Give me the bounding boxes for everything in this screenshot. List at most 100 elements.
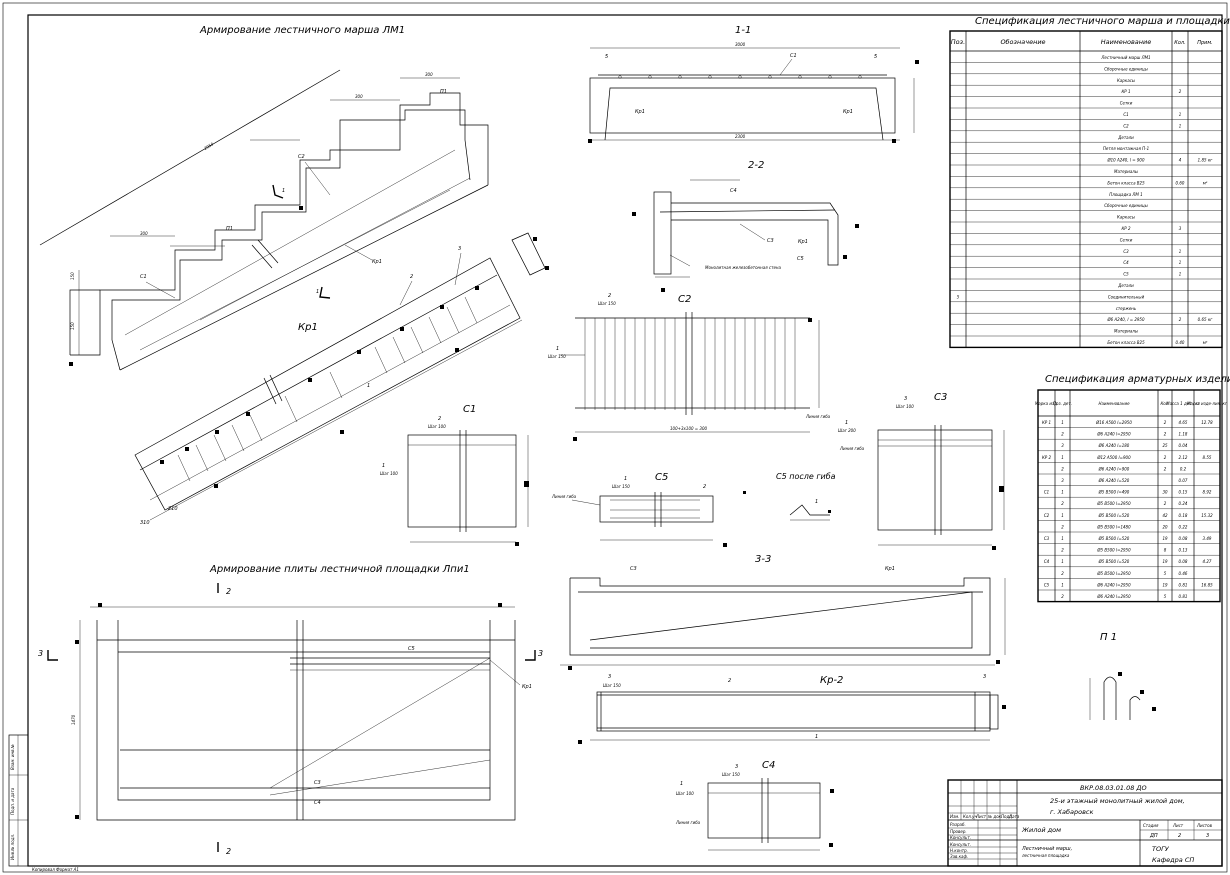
tb-sheet-label: Лист bbox=[1172, 823, 1184, 828]
s33-label-kr1: Кр1 bbox=[885, 566, 895, 572]
tb-stage: ДП bbox=[1149, 833, 1158, 839]
tb-org-1: ТОГУ bbox=[1152, 845, 1170, 853]
spec-rebar-cell: Ø5 В500 l=490 bbox=[1098, 490, 1130, 495]
c3-pos3: 3 bbox=[904, 396, 907, 402]
tb-stage-label: Стадия bbox=[1143, 823, 1159, 828]
s11-label-kr1-right: Кр1 bbox=[843, 109, 853, 115]
tb-col-head-5: Дата bbox=[1008, 814, 1020, 819]
svg-text:Линия гиба: Линия гиба bbox=[551, 494, 577, 499]
spec-rebar-cell: Ø6 А240 l=2950 bbox=[1096, 582, 1131, 587]
spec-rebar-cell: 0.15 bbox=[1179, 490, 1188, 495]
spec-rebar-cell: Ø16 А500 l=2950 bbox=[1095, 420, 1132, 425]
spec-rebar-cell: Ø6 А240 l=180 bbox=[1098, 443, 1130, 448]
tb-role-4: Н.контр. bbox=[950, 848, 968, 853]
spec-rebar-cell: 2 bbox=[1164, 432, 1167, 437]
spec-rebar-cell: 8.55 bbox=[1203, 455, 1212, 460]
spec-rebar-header: Кол. bbox=[1160, 401, 1169, 406]
kr2-pos1: 1 bbox=[815, 734, 818, 740]
stamp-replace-label: Взам. инв.№ bbox=[10, 744, 15, 770]
c4-pos3: 3 bbox=[735, 764, 738, 770]
mesh-c2: 100+3х100 = 300 2 Шаг 150 1 Шаг 150 Лини… bbox=[548, 293, 831, 441]
spec-rebar-cell: С3 bbox=[1044, 536, 1050, 541]
cut-mark-left: 3 bbox=[38, 649, 43, 658]
spec-rebar-cell: 1 bbox=[1061, 420, 1064, 425]
spec-rebar-cell: 1 bbox=[1061, 536, 1064, 541]
spec-rebar-cell: 42 bbox=[1162, 513, 1168, 518]
spec-march-cell: 0.65 кг bbox=[1198, 317, 1214, 322]
spec-rebar-cell: Ø5 В500 l=1480 bbox=[1096, 524, 1131, 529]
title-kr1: Кр1 bbox=[298, 322, 318, 333]
spec-rebar-cell: 1 bbox=[1061, 513, 1064, 518]
svg-text:150: 150 bbox=[70, 322, 75, 330]
spec-rebar-cell: 2 bbox=[1061, 571, 1064, 576]
spec-rebar-cell: 0.2 bbox=[1180, 466, 1187, 471]
spec-rebar-cell: 30 bbox=[1162, 490, 1168, 495]
landing-label-c5: С5 bbox=[408, 646, 415, 652]
svg-text:300: 300 bbox=[355, 94, 363, 99]
spec-rebar-cell: С5 bbox=[1044, 582, 1050, 587]
spec-march-cell: С5 bbox=[1123, 272, 1129, 277]
spec-march-cell: Сетки bbox=[1120, 237, 1133, 242]
spec-march-cell: Сборочные единицы bbox=[1104, 203, 1147, 208]
label-kr1-march: Кр1 bbox=[372, 259, 382, 265]
spec-rebar-cell: 3 bbox=[1061, 443, 1064, 448]
spec-rebar-cell: 4.65 bbox=[1179, 420, 1188, 425]
tb-project-2: г. Хабаровск bbox=[1050, 808, 1093, 816]
spec-march-cell: С4 bbox=[1123, 260, 1129, 265]
spec-march-cell: 1 bbox=[1179, 112, 1182, 117]
spec-rebar-cell: 25 bbox=[1162, 443, 1168, 448]
spec-march-cell: м³ bbox=[1203, 180, 1208, 185]
kr1-pos-1: 1 bbox=[367, 383, 370, 389]
spec-rebar-cell: Ø5 В500 l=2950 bbox=[1096, 571, 1131, 576]
spec-rebar-cell: 0.22 bbox=[1179, 524, 1188, 529]
kr2-pos3-right: 3 bbox=[983, 674, 986, 680]
side-stamp: Инв.№ подл. Подп. и дата Взам. инв.№ bbox=[8, 734, 29, 867]
tb-col-head-2: Лист bbox=[975, 814, 987, 819]
c2-step-left: Шаг 150 bbox=[548, 354, 566, 359]
spec-march-cell: Ø6 А240, l = 2950 bbox=[1106, 317, 1145, 322]
spec-rebar-cell: 2 bbox=[1164, 455, 1167, 460]
c2-step-top: Шаг 150 bbox=[598, 301, 616, 306]
spec-rebar-cell: Ø6 А240 l=2950 bbox=[1096, 432, 1131, 437]
c3-step-left: Шаг 200 bbox=[838, 428, 856, 433]
spec-march-cell: Детали bbox=[1117, 283, 1134, 288]
tb-col-head-4: Подп. bbox=[1001, 814, 1013, 819]
spec-march-cell: С3 bbox=[1123, 249, 1129, 254]
cut-mark-top: 2 bbox=[226, 587, 231, 596]
spec-march-cell: С2 bbox=[1123, 123, 1129, 128]
title-spec-rebar: Спецификация арматурных изделий bbox=[1045, 374, 1230, 385]
spec-rebar-cell: 20 bbox=[1162, 524, 1168, 529]
title-c1: С1 bbox=[463, 404, 476, 415]
stamp-sign-label: Подп. и дата bbox=[10, 787, 15, 815]
spec-rebar-cell: 0.04 bbox=[1179, 443, 1188, 448]
spec-march-cell: Бетон класса В25 bbox=[1107, 180, 1145, 185]
tb-role-1: Провер. bbox=[950, 829, 967, 834]
spec-rebar-cell: 2 bbox=[1061, 501, 1064, 506]
svg-text:П1: П1 bbox=[440, 89, 447, 95]
spec-rebar-cell: 1.18 bbox=[1179, 432, 1188, 437]
svg-text:310: 310 bbox=[140, 520, 150, 526]
spec-rebar-cell: 0.13 bbox=[1179, 548, 1188, 553]
spec-march-cell: Детали bbox=[1117, 135, 1134, 140]
c1-pos2: 2 bbox=[438, 416, 441, 422]
spec-rebar-header: Марка изд. bbox=[1035, 401, 1058, 406]
spec-march-cell: Материалы bbox=[1114, 169, 1138, 174]
spec-rebar-cell: 3 bbox=[1061, 478, 1064, 483]
kr1-cage: 2 3 1 310 210 bbox=[134, 232, 549, 526]
tb-role-2: Консульт. bbox=[950, 835, 971, 840]
spec-march-cell: 5 bbox=[957, 294, 960, 299]
c4-pos1: 1 bbox=[680, 781, 683, 787]
spec-rebar-cell: Ø5 В500 l=520 bbox=[1098, 513, 1130, 518]
spec-rebar-header: Масса 1 дет., кг bbox=[1166, 401, 1201, 406]
title-section-1-1: 1-1 bbox=[735, 25, 751, 36]
s22-label-c3: С3 bbox=[767, 238, 774, 244]
cut-mark-bottom: 2 bbox=[226, 847, 231, 856]
spec-rebar-cell: 16.85 bbox=[1201, 582, 1213, 587]
spec-rebar-cell: 0.81 bbox=[1179, 594, 1188, 599]
c2-pos1: 1 bbox=[556, 346, 559, 352]
spec-march-cell: Лестничный марш ЛМ1 bbox=[1100, 55, 1150, 60]
tb-role-3: Консульт. bbox=[950, 842, 971, 847]
